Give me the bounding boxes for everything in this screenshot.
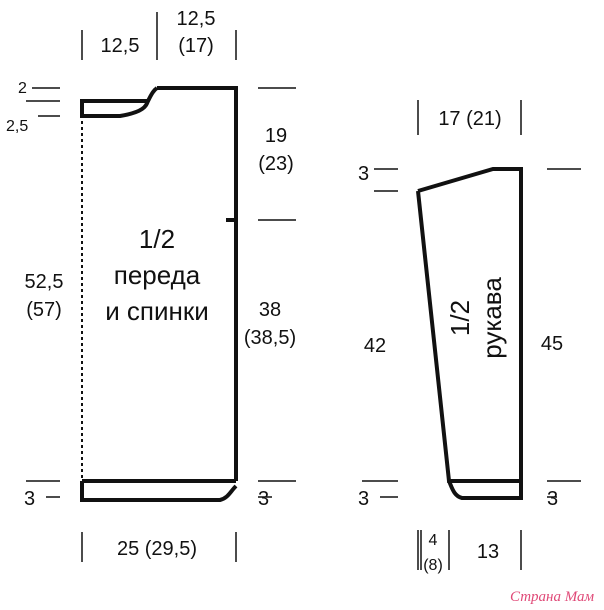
body-title-line3: и спинки bbox=[105, 296, 209, 326]
dim-armhole-alt: (23) bbox=[258, 153, 294, 175]
body-title-line2: переда bbox=[114, 260, 201, 290]
dim-shoulder-slope: 2 bbox=[18, 80, 27, 97]
dim-sleeve-cuff-width: 13 bbox=[477, 541, 499, 563]
dim-side-length: 38 bbox=[259, 299, 281, 321]
dim-side-length-alt: (38,5) bbox=[244, 327, 296, 349]
dim-body-length-alt: (57) bbox=[26, 299, 62, 321]
body-piece bbox=[80, 86, 238, 502]
dim-sleeve-top-width: 17 (21) bbox=[438, 108, 501, 130]
sleeve-dimension-ticks bbox=[362, 100, 581, 570]
dim-body-width: 25 (29,5) bbox=[117, 538, 197, 560]
dim-body-rib-right: 3 bbox=[258, 488, 269, 510]
watermark-text: Страна Мам bbox=[510, 589, 595, 605]
dim-sleeve-outer-length: 45 bbox=[541, 333, 563, 355]
dim-sleeve-rib-left: 3 bbox=[358, 488, 369, 510]
dim-shoulder-width: 12,5 bbox=[177, 8, 216, 30]
sleeve-piece bbox=[416, 167, 523, 500]
dim-sleeve-rib-right: 3 bbox=[547, 488, 558, 510]
dim-sleeve-inner-length: 42 bbox=[364, 335, 386, 357]
neckline-outline bbox=[80, 99, 151, 118]
sleeve-outline bbox=[416, 167, 523, 483]
dim-sleeve-cap-left: 3 bbox=[358, 163, 369, 185]
dim-shoulder-width-alt: (17) bbox=[178, 35, 214, 57]
shoulder-and-side-outline bbox=[157, 86, 238, 481]
body-dimension-ticks bbox=[26, 12, 296, 562]
dim-neck-depth: 2,5 bbox=[6, 118, 28, 135]
sleeve-title-line1: 1/2 bbox=[445, 300, 475, 336]
sleeve-title-line2: рукава bbox=[477, 277, 507, 359]
dim-body-rib-left: 3 bbox=[24, 488, 35, 510]
sleeve-cuff-outline bbox=[447, 480, 523, 500]
dim-neck-half-width: 12,5 bbox=[101, 35, 140, 57]
dim-sleeve-offset-alt: (8) bbox=[423, 557, 443, 574]
ribbing-bottom-outline bbox=[80, 481, 238, 502]
dim-sleeve-offset: 4 bbox=[429, 532, 438, 549]
neck-curve bbox=[146, 86, 159, 102]
body-title-line1: 1/2 bbox=[139, 224, 175, 254]
dim-armhole: 19 bbox=[265, 125, 287, 147]
sleeve-title-group: 1/2 рукава bbox=[445, 277, 507, 359]
dim-body-length: 52,5 bbox=[25, 271, 64, 293]
